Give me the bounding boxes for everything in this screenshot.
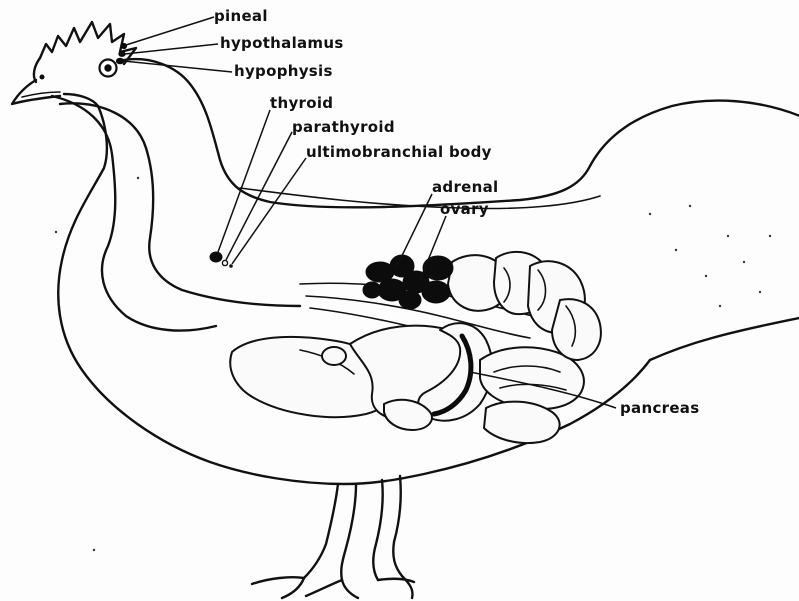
thyroid-gland — [210, 252, 222, 262]
parathyroid-gland — [222, 260, 227, 265]
hypothalamus-gland — [119, 52, 125, 57]
adrenal-ovary-cluster — [363, 255, 453, 309]
hypophysis-gland — [116, 58, 123, 64]
label-hypothalamus: hypothalamus — [220, 34, 344, 52]
label-ovary: ovary — [440, 200, 489, 218]
beak — [12, 75, 60, 104]
label-hypophysis: hypophysis — [234, 62, 333, 80]
label-ultimobranchial-body: ultimobranchial body — [306, 143, 492, 161]
endocrine-glands — [116, 43, 453, 309]
label-parathyroid: parathyroid — [292, 118, 395, 136]
ultimobranchial-body-gland — [229, 264, 233, 268]
label-adrenal: adrenal — [432, 178, 498, 196]
label-thyroid: thyroid — [270, 94, 333, 112]
pineal-gland — [121, 43, 126, 48]
label-pineal: pineal — [214, 7, 268, 25]
legs — [252, 476, 414, 598]
eye — [100, 60, 117, 77]
label-pancreas: pancreas — [620, 399, 699, 417]
